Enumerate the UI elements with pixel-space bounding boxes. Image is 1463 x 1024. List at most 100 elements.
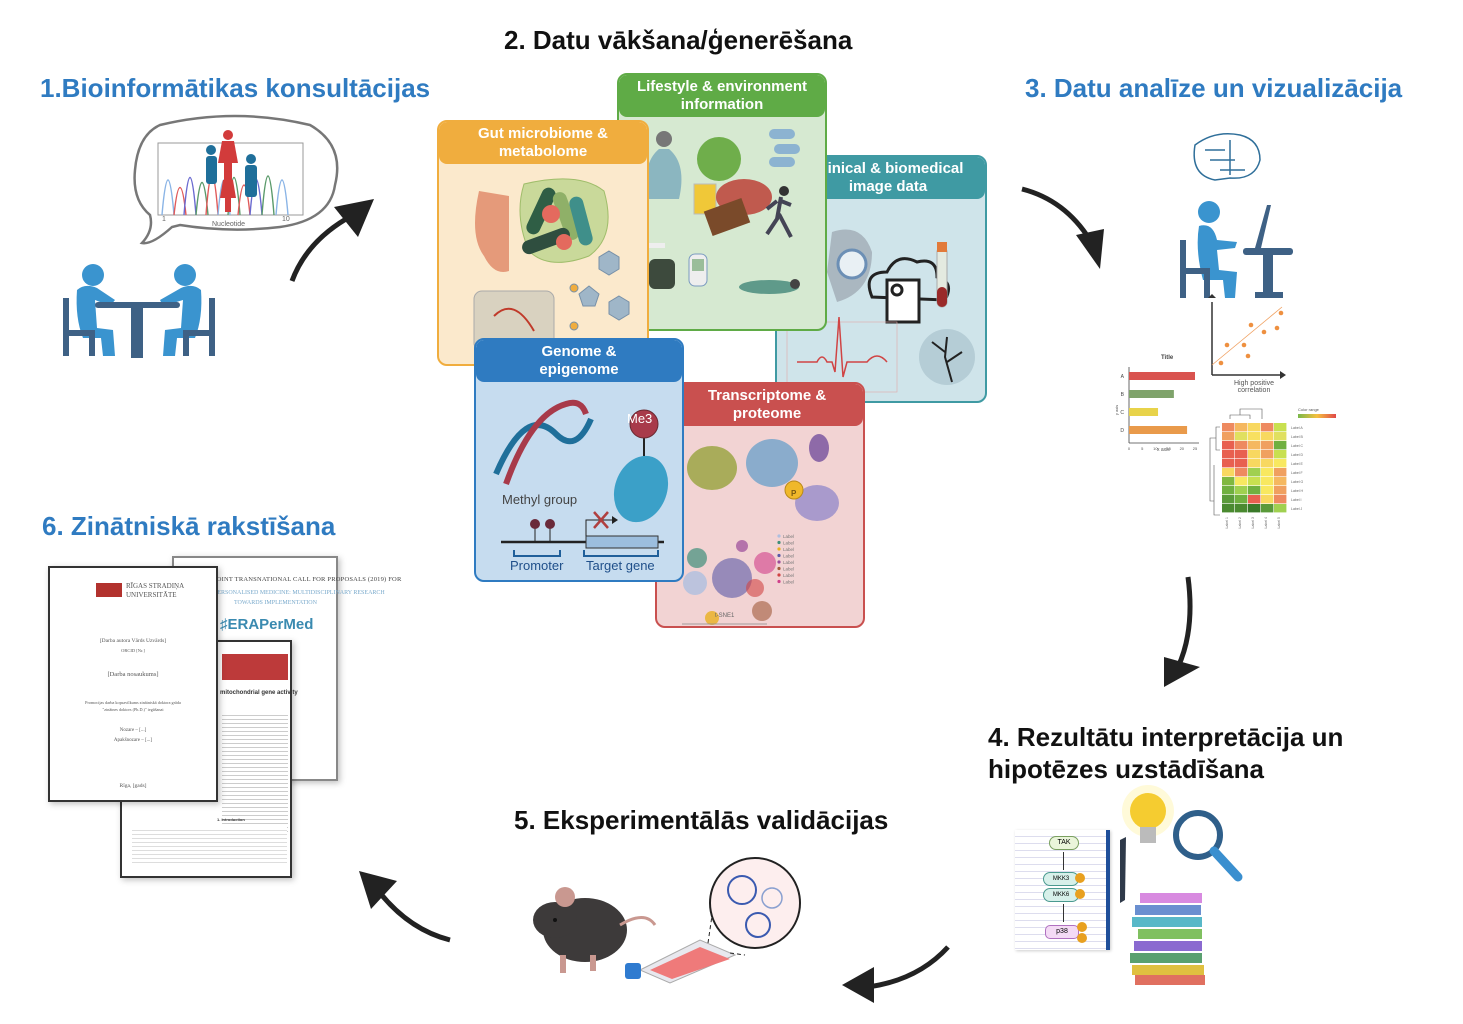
gut-illustrations	[473, 178, 630, 352]
bar-chart-x-tick: 15	[1166, 446, 1171, 451]
lettuce-icon	[697, 137, 741, 181]
heatmap-cell	[1274, 432, 1287, 441]
heatmap-row-label: Label C	[1291, 444, 1304, 448]
panel-lifestyle-header: Lifestyle & environment information	[619, 75, 825, 117]
tsne-x-tick: 20	[751, 627, 755, 628]
erapermed-logo: ♯ERAPerMed	[220, 616, 314, 633]
thesis-orcid: ORCID [Nr.]	[121, 648, 145, 653]
tsne-legend-label: Label	[783, 580, 794, 585]
tsne-x-tick: 0	[724, 627, 726, 628]
panel-lifestyle-environment: Lifestyle & environment information	[617, 73, 827, 331]
bar-D	[1129, 426, 1188, 434]
journal-cover	[222, 654, 288, 680]
article-intro-heading: 1. Introduction	[217, 817, 245, 822]
circuit-brain-icon	[1193, 133, 1261, 181]
notebook-pathway: TAK MKK3 MKK6 p38	[1015, 830, 1110, 950]
heatmap-cell	[1261, 432, 1274, 441]
heatmap-cell	[1261, 486, 1274, 495]
heatmap-cell	[1261, 504, 1274, 513]
panel-genome-epigenome: Genome & epigenome Me3 Methyl group Prom…	[474, 338, 684, 582]
tsne-legend-dot	[777, 566, 781, 571]
bar-label-A: A	[1121, 374, 1125, 380]
tsne-legend-dot	[777, 534, 781, 538]
panel-lifestyle-title-line2: information	[680, 96, 764, 113]
heatmap-cell	[1274, 459, 1287, 468]
tsne-x-tick: 30	[765, 627, 769, 628]
heatmap-cell	[1222, 432, 1235, 441]
arrow-step4-to-step5-icon	[842, 945, 950, 1003]
pen-icon	[1120, 837, 1126, 903]
methyl-group-label: Methyl group	[502, 492, 578, 507]
chart-tick-end: 10	[282, 216, 290, 223]
phospho-icon	[1077, 933, 1087, 943]
bar-chart-xlabel: x axis	[1157, 447, 1170, 453]
tsne-legend-label: Label	[783, 560, 794, 565]
heatmap-cell	[1235, 441, 1248, 450]
heatmap-row-label: Label A	[1291, 426, 1303, 430]
heatmap-row-label: Label I	[1291, 498, 1302, 502]
tsne-x-tick: 10	[737, 627, 741, 628]
phospho-icon	[1075, 889, 1085, 899]
bar-A	[1129, 372, 1195, 380]
heatmap-cell	[1248, 477, 1261, 486]
panel-transcriptome-title-line2: proteome	[732, 405, 802, 422]
analyst-at-computer-icon	[1180, 133, 1293, 298]
thesis-field: Nozare – [...]	[119, 728, 147, 733]
tsne-clusters-icon	[682, 540, 776, 625]
step-6-title: 6. Zinātniskā rakstīšana	[42, 511, 336, 541]
heatmap-cell	[1274, 495, 1287, 504]
tsne-legend-label: Label	[783, 554, 794, 559]
tsne-legend-label: Label	[783, 573, 794, 578]
tsne-legend-label: Label	[783, 567, 794, 572]
proteome-illustrations: LabelLabelLabelLabelLabelLabelLabelLabel…	[682, 434, 839, 628]
bar-chart-ylabel: y axis	[1114, 405, 1119, 415]
scatter-points	[1218, 310, 1284, 366]
validation-illustrations	[533, 857, 801, 984]
bar-chart-x-tick: 10	[1153, 446, 1158, 451]
chart-tick-start: 1	[162, 216, 166, 223]
tsne-axis-label: t-SNE1	[715, 613, 735, 619]
panel-gut-header: Gut microbiome & metabolome	[439, 122, 647, 164]
tsne-legend-dot	[777, 573, 781, 577]
scatter-plot-svg	[1208, 294, 1286, 379]
promoter-label: Promoter	[510, 558, 564, 573]
pathway-node-tak: TAK	[1049, 836, 1079, 850]
pathway-node-mkk6: MKK6	[1043, 888, 1079, 902]
heatmap-cell	[1222, 486, 1235, 495]
panel-gut-microbiome: Gut microbiome & metabolome	[437, 120, 649, 366]
panel-clinical-title-line2: image data	[848, 178, 928, 195]
grant-call-header: JOINT TRANSNATIONAL CALL FOR PROPOSALS (…	[214, 576, 402, 583]
phospho-icon	[1075, 873, 1085, 883]
grant-call-subtitle-line2: TOWARDS IMPLEMENTATION	[234, 600, 317, 606]
heatmap-cell	[1274, 441, 1287, 450]
heatmap-cell	[1248, 441, 1261, 450]
erapermed-logo-text: ERAPerMed	[227, 616, 314, 633]
heatmap-cell	[1222, 423, 1235, 432]
heatmap-row-label: Label H	[1291, 489, 1304, 493]
bar-B	[1129, 390, 1174, 398]
thesis-description-line1: Promocijas darba kopsavilkums zinātniskā…	[85, 700, 181, 705]
arrow-step5-to-step6-icon	[359, 871, 451, 943]
heatmap-cell	[1261, 495, 1274, 504]
heatmap-col-label: Label 5	[1277, 517, 1281, 529]
tsne-legend-label: Label	[783, 547, 794, 552]
tsne-legend-dot	[777, 540, 781, 545]
article-footnotes	[132, 827, 287, 865]
heatmap-cell	[1274, 504, 1287, 513]
phospho-icon	[1077, 922, 1087, 932]
mri-scanner-icon	[827, 229, 872, 302]
grant-call-subtitle-line1: PERSONALISED MEDICINE: MULTIDISCIPLINARY…	[214, 590, 385, 596]
genome-illustrations	[493, 399, 669, 557]
rsu-logo-icon	[96, 583, 122, 597]
heatmap-cell	[1235, 477, 1248, 486]
step-3-title: 3. Datu analīze un vizualizācija	[1025, 73, 1403, 103]
heatmap-cell	[1248, 468, 1261, 477]
heatmap-cell	[1248, 495, 1261, 504]
heatmap-cell	[1274, 486, 1287, 495]
factory-icon	[646, 131, 682, 199]
heatmap-cell	[1248, 486, 1261, 495]
